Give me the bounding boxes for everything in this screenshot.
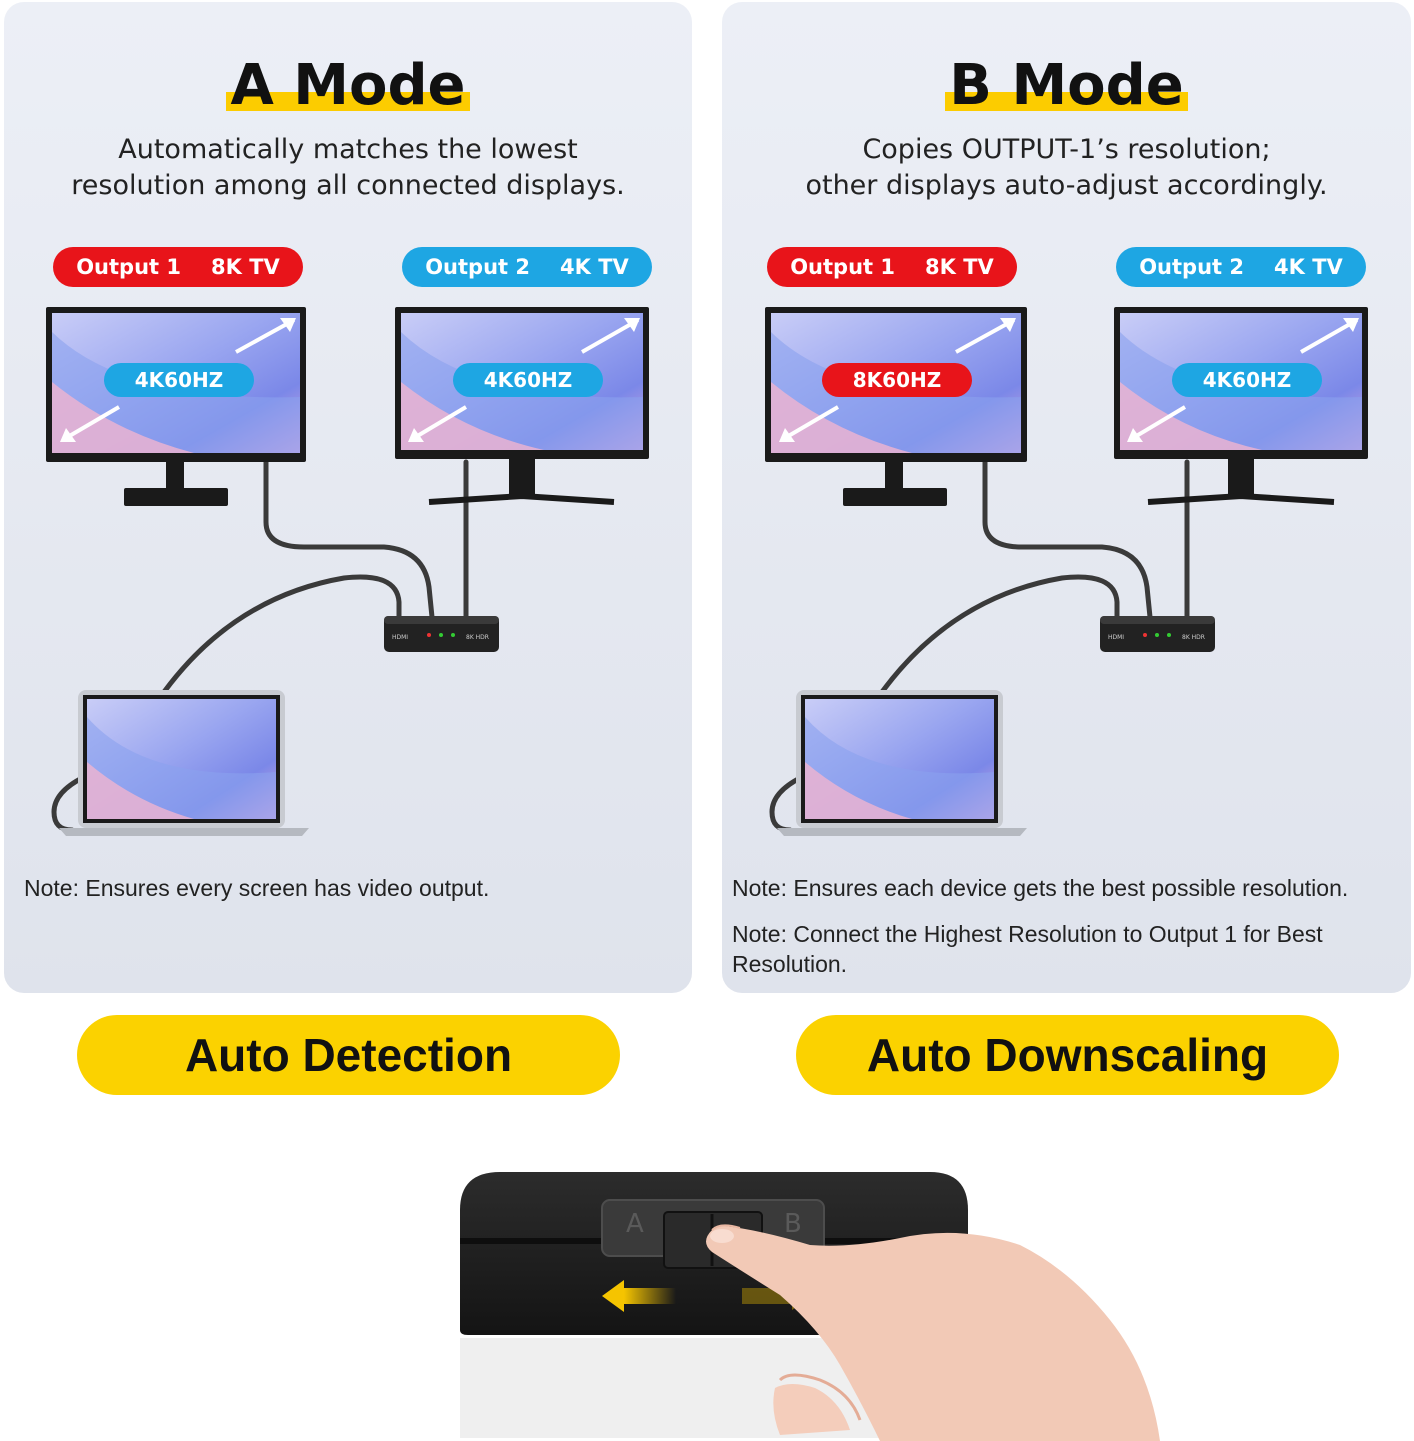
- hdmi-splitter: HDMI 8K HDR: [384, 616, 499, 652]
- cable-input: [161, 574, 402, 695]
- auto-detection-label: Auto Detection: [77, 1015, 620, 1095]
- cable-output1: [263, 459, 435, 620]
- monitor-output2: [1114, 307, 1368, 505]
- output1-device: 8K TV: [211, 255, 280, 279]
- output1-pill: Output 1 8K TV: [767, 247, 1017, 287]
- cable-input: [879, 574, 1120, 695]
- mode-a-panel: A Mode Automatically matches the lowest …: [4, 2, 692, 993]
- mode-b-description: Copies OUTPUT-1’s resolution; other disp…: [742, 132, 1391, 204]
- mode-b-title: B Mode: [722, 54, 1411, 118]
- slide-left-arrow-icon: [602, 1280, 676, 1312]
- mode-b-description-line1: Copies OUTPUT-1’s resolution;: [862, 134, 1271, 165]
- output2-device: 4K TV: [1274, 255, 1343, 279]
- mode-a-connection-diagram: HDMI 8K HDR: [46, 307, 649, 836]
- mode-a-description-line1: Automatically matches the lowest: [118, 134, 578, 165]
- hdmi-splitter: HDMI 8K HDR: [1100, 616, 1215, 652]
- mode-a-description: Automatically matches the lowest resolut…: [24, 132, 672, 204]
- output1-device: 8K TV: [925, 255, 994, 279]
- screen2-resolution-badge: 4K60HZ: [1172, 363, 1322, 397]
- mode-a-note: Note: Ensures every screen has video out…: [24, 875, 490, 901]
- hand-pressing-switch: [706, 1224, 1160, 1441]
- screen1-resolution-badge: 8K60HZ: [822, 363, 972, 397]
- mode-b-connection-diagram: HDMI 8K HDR: [765, 307, 1368, 836]
- monitor-output1: [765, 307, 1027, 506]
- switch-label-b: B: [784, 1209, 802, 1239]
- switch-label-a: A: [626, 1209, 644, 1239]
- output2-label: Output 2: [425, 255, 530, 279]
- mode-b-note-2: Note: Connect the Highest Resolution to …: [732, 921, 1323, 977]
- splitter-port-label: HDMI: [1108, 634, 1124, 641]
- mode-b-description-line2: other displays auto-adjust accordingly.: [805, 170, 1328, 201]
- device-switch-illustration: A B: [460, 1172, 1160, 1441]
- output2-label: Output 2: [1139, 255, 1244, 279]
- output2-pill: Output 2 4K TV: [1116, 247, 1366, 287]
- laptop-source: [777, 690, 1027, 836]
- screen2-resolution-badge: 4K60HZ: [453, 363, 603, 397]
- mode-b-panel: B Mode Copies OUTPUT-1’s resolution; oth…: [722, 2, 1411, 993]
- auto-downscaling-label: Auto Downscaling: [796, 1015, 1339, 1095]
- splitter-port-label: HDMI: [392, 634, 408, 641]
- laptop-source: [59, 690, 309, 836]
- output2-device: 4K TV: [560, 255, 629, 279]
- splitter-model-label: 8K HDR: [1182, 634, 1205, 641]
- output1-label: Output 1: [76, 255, 181, 279]
- mode-a-title: A Mode: [4, 54, 692, 118]
- monitor-output2: [395, 307, 649, 505]
- screen1-resolution-badge: 4K60HZ: [104, 363, 254, 397]
- mode-a-description-line2: resolution among all connected displays.: [71, 170, 625, 201]
- cable-output1: [982, 459, 1153, 620]
- mode-b-note-1: Note: Ensures each device gets the best …: [732, 875, 1349, 901]
- output1-pill: Output 1 8K TV: [53, 247, 303, 287]
- splitter-model-label: 8K HDR: [466, 634, 489, 641]
- output1-label: Output 1: [790, 255, 895, 279]
- output2-pill: Output 2 4K TV: [402, 247, 652, 287]
